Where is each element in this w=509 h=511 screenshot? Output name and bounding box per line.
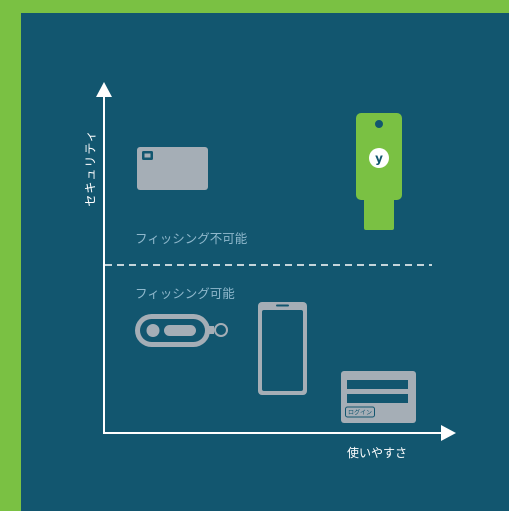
- otp-keyfob-icon: [135, 314, 228, 347]
- login-card-text: ログイン: [348, 409, 372, 417]
- smart-card-icon: [137, 147, 208, 190]
- phishable-label: フィッシング可能: [135, 286, 235, 301]
- phishing-resistant-label: フィッシング不可能: [135, 231, 248, 246]
- y-axis-label: セキュリティ: [83, 129, 98, 207]
- security-key-icon: [356, 113, 402, 230]
- y-axis-arrow-icon: [96, 82, 112, 97]
- x-axis-arrow-icon: [441, 425, 456, 441]
- security-key-badge: y: [375, 152, 383, 166]
- x-axis-label: 使いやすさ: [347, 446, 408, 460]
- smartphone-icon: [258, 302, 307, 395]
- login-card-icon: [341, 371, 416, 423]
